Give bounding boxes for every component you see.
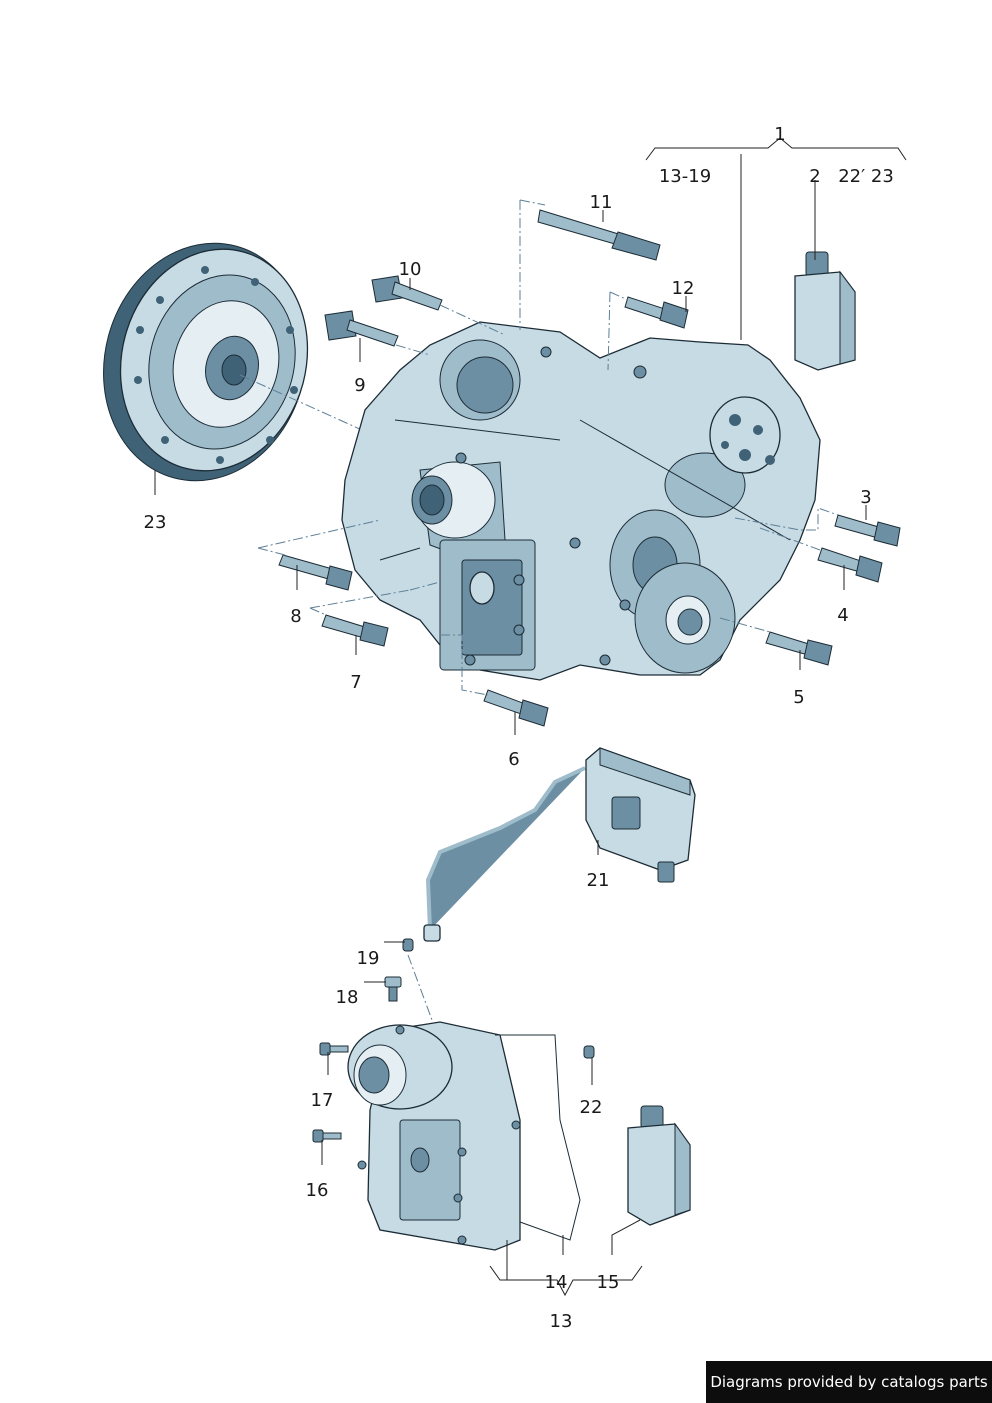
label-18: 18 (336, 987, 359, 1008)
bolt-7 (321, 614, 389, 647)
label-4: 4 (837, 605, 848, 626)
label-10: 10 (399, 259, 422, 280)
leader-lines (154, 180, 867, 1280)
transmission-housing (341, 321, 821, 681)
label-9: 9 (354, 375, 365, 396)
bolt-3 (834, 514, 901, 547)
bolt-11 (537, 209, 661, 261)
label-13-19: 13-19 (659, 166, 711, 187)
label-19: 19 (357, 948, 380, 969)
label-1: 1 (774, 124, 785, 145)
screw-18 (384, 976, 402, 1002)
label-8: 8 (290, 606, 301, 627)
label-5: 5 (793, 687, 804, 708)
label-6: 6 (508, 749, 519, 770)
control-unit (423, 747, 696, 942)
label-14: 14 (545, 1272, 568, 1293)
bolt-5 (765, 631, 833, 666)
screw-16 (312, 1129, 342, 1143)
label-11: 11 (590, 192, 613, 213)
label-22: 22 (580, 1097, 603, 1118)
bolt-6 (483, 689, 549, 727)
label-16: 16 (306, 1180, 329, 1201)
bracket-group-13 (489, 1265, 643, 1297)
screw-17 (319, 1042, 349, 1056)
clutch-assembly (103, 242, 309, 482)
label-22-23: 22′ 23 (838, 166, 894, 187)
label-3: 3 (860, 487, 871, 508)
fluid-bottle-top (794, 251, 856, 371)
mechatronic-unit (347, 1021, 581, 1251)
label-13: 13 (550, 1311, 573, 1332)
bolt-4 (817, 547, 883, 583)
label-12: 12 (672, 278, 695, 299)
watermark-banner: Diagrams provided by catalogs parts (706, 1361, 992, 1403)
callout-labels: 1 13-19 2 22′ 23 11 10 12 9 3 23 4 8 7 5… (144, 124, 894, 1332)
label-17: 17 (311, 1090, 334, 1111)
bolt-8 (278, 554, 353, 591)
label-15: 15 (597, 1272, 620, 1293)
plug-19 (402, 938, 414, 952)
label-2: 2 (809, 166, 820, 187)
bolt-10 (371, 275, 443, 311)
label-23: 23 (144, 512, 167, 533)
bracket-group-1 (645, 137, 907, 340)
bolt-12 (624, 296, 689, 329)
bolt-9 (324, 310, 399, 347)
label-7: 7 (350, 672, 361, 693)
plug-22 (583, 1045, 595, 1059)
label-21: 21 (587, 870, 610, 891)
fluid-bottle-bottom (627, 1105, 691, 1226)
